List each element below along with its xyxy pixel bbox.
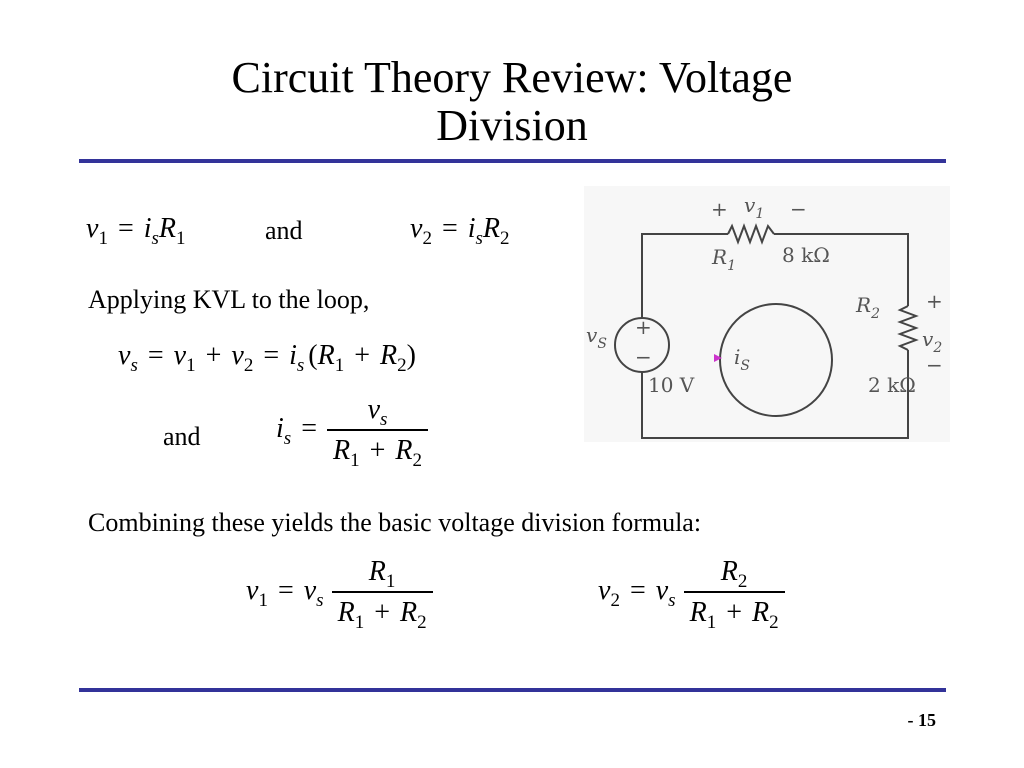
v2-label: v2 — [922, 327, 942, 356]
voltage-source — [614, 317, 670, 373]
resistor-r1 — [727, 223, 775, 245]
title-line-2: Division — [436, 101, 588, 150]
loop-current-circle — [719, 303, 833, 417]
circuit-wires — [614, 223, 919, 439]
eq-kvl: vs=v1+v2=is(R1+R2) — [118, 340, 416, 376]
wire-top-right — [774, 233, 909, 306]
is-label: iS — [734, 345, 750, 374]
plus-top: + — [711, 197, 728, 221]
minus-top: − — [790, 197, 807, 221]
r1-label: R1 — [711, 245, 736, 274]
r2-value: 2 kΩ — [868, 373, 916, 397]
source-plus: + — [635, 315, 652, 339]
r1-value: 8 kΩ — [782, 243, 830, 267]
top-divider — [79, 159, 946, 163]
circuit-diagram: + − v1 R1 8 kΩ R2 2 kΩ + v2 − vS + − 10 … — [584, 186, 950, 442]
kvl-text: Applying KVL to the loop, — [88, 285, 370, 314]
v1-label: v1 — [744, 193, 764, 222]
wire-bottom — [641, 350, 909, 439]
source-minus: − — [635, 345, 652, 369]
loop-current-arrow — [714, 354, 722, 362]
eq-v2-ohm: v2=isR2 — [410, 213, 510, 249]
bottom-divider — [79, 688, 946, 692]
source-value: 10 V — [648, 373, 695, 397]
minus-right: − — [926, 353, 943, 377]
r2-label: R2 — [855, 293, 880, 322]
combine-text: Combining these yields the basic voltage… — [88, 508, 702, 537]
resistor-r2 — [897, 305, 919, 351]
wire-top-left — [641, 233, 728, 318]
and-text-1: and — [265, 216, 303, 245]
title-line-1: Circuit Theory Review: Voltage — [231, 53, 793, 102]
circuit-background — [584, 186, 950, 442]
plus-right: + — [926, 289, 943, 313]
page-number: - 15 — [907, 710, 937, 730]
vs-label: vS — [586, 323, 607, 352]
eq-v1-ohm: v1=isR1 — [86, 213, 186, 249]
slide-title: Circuit Theory Review: Voltage Division — [0, 54, 1024, 150]
and-text-2: and — [163, 422, 201, 451]
